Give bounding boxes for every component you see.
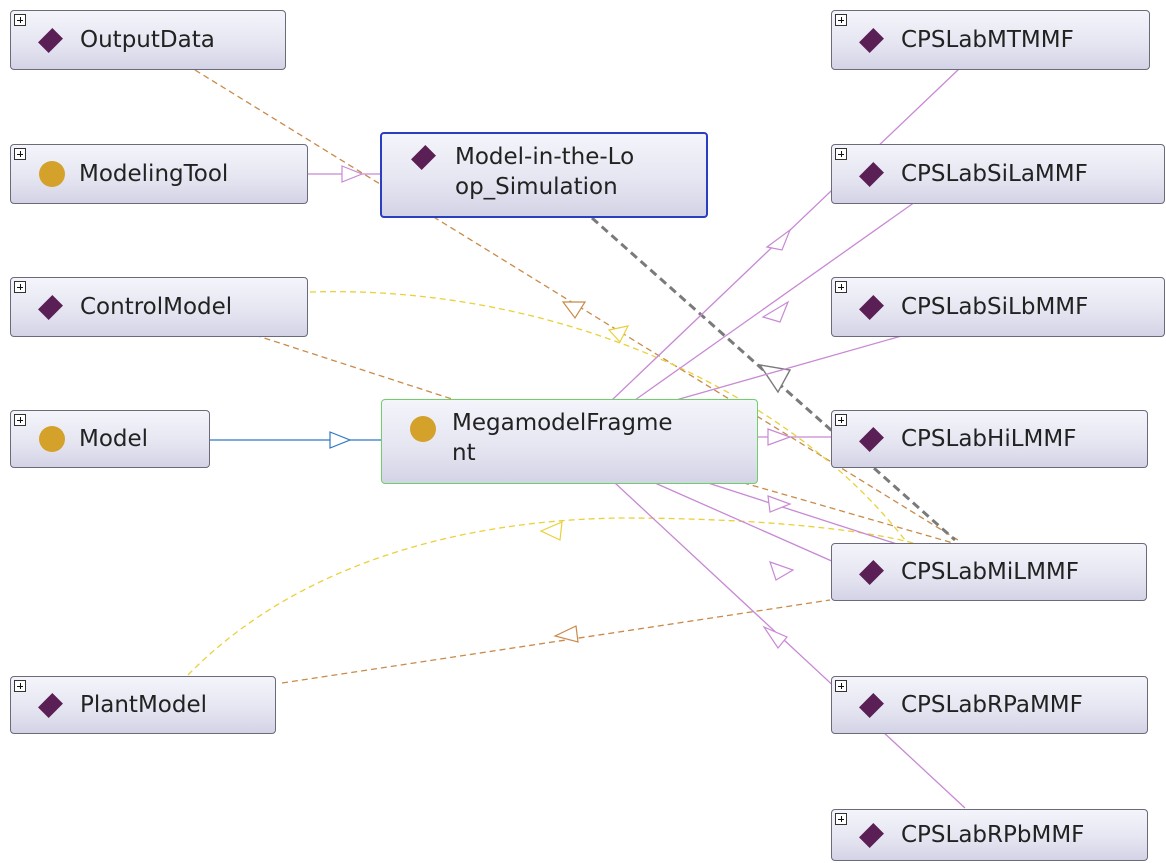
individual-diamond-icon <box>859 822 884 848</box>
node-label-line2: op_Simulation <box>455 174 618 200</box>
edge-arrowhead <box>539 521 563 541</box>
expand-icon[interactable] <box>835 414 847 426</box>
node-label: ModelingTool <box>79 161 229 187</box>
individual-diamond-icon <box>859 161 884 187</box>
edge-arrowhead <box>769 561 795 581</box>
node-label: OutputData <box>80 27 215 53</box>
edge-arrowhead <box>341 165 364 183</box>
node-label: MegamodelFragme nt <box>452 400 673 468</box>
edge-mega-silbmmf <box>675 334 906 401</box>
edge-arrowhead <box>767 495 792 513</box>
expand-icon[interactable] <box>835 680 847 692</box>
node-label: CPSLabSiLbMMF <box>901 294 1089 320</box>
expand-icon[interactable] <box>14 148 26 160</box>
individual-diamond-icon <box>38 692 63 718</box>
edge-controlmodel-data <box>309 290 906 541</box>
edge-arrowhead <box>765 228 792 251</box>
node-label: PlantModel <box>80 692 208 718</box>
edge-arrowhead <box>758 364 792 394</box>
node-label: Model-in-the-Lo op_Simulation <box>455 134 634 202</box>
individual-diamond-icon <box>859 294 884 320</box>
node-label: CPSLabMiLMMF <box>901 559 1080 585</box>
edge-arrowhead <box>767 428 792 446</box>
node-label: Model <box>79 426 149 452</box>
edge-arrowhead <box>762 625 788 650</box>
edge-milsim-milmmf <box>591 216 956 542</box>
class-circle-icon <box>39 426 65 452</box>
node-label: CPSLabRPbMMF <box>901 822 1085 848</box>
node-label-line2: nt <box>452 440 476 466</box>
class-circle-icon <box>410 416 436 442</box>
node-cpslab-mtmmf[interactable]: CPSLabMTMMF <box>831 10 1150 70</box>
edge-plantmodel-data <box>187 517 921 676</box>
expand-icon[interactable] <box>835 14 847 26</box>
expand-icon[interactable] <box>14 414 26 426</box>
expand-icon[interactable] <box>835 148 847 160</box>
individual-diamond-icon <box>859 559 884 585</box>
edge-arrowhead <box>561 301 587 320</box>
expand-icon[interactable] <box>835 813 847 825</box>
individual-diamond-icon <box>38 27 63 53</box>
node-cpslab-rpbmmf[interactable]: CPSLabRPbMMF <box>831 809 1148 861</box>
node-cpslab-silbmmf[interactable]: CPSLabSiLbMMF <box>831 277 1165 337</box>
node-label: CPSLabMTMMF <box>901 27 1074 53</box>
node-cpslab-milmmf[interactable]: CPSLabMiLMMF <box>831 543 1147 601</box>
node-modeling-tool[interactable]: ModelingTool <box>10 144 308 204</box>
node-label-line1: MegamodelFragme <box>452 410 673 436</box>
node-label: ControlModel <box>80 294 233 320</box>
node-label: CPSLabSiLaMMF <box>901 161 1088 187</box>
node-model[interactable]: Model <box>10 410 210 468</box>
node-plant-model[interactable]: PlantModel <box>10 676 276 734</box>
expand-icon[interactable] <box>14 14 26 26</box>
node-label: CPSLabHiLMMF <box>901 426 1077 452</box>
node-control-model[interactable]: ControlModel <box>10 277 308 337</box>
node-label: CPSLabRPaMMF <box>901 692 1083 718</box>
node-megamodel-fragment[interactable]: MegamodelFragme nt <box>381 399 758 484</box>
expand-icon[interactable] <box>14 680 26 692</box>
edge-arrowhead <box>329 431 352 449</box>
edge-mega-silammf <box>634 201 916 401</box>
node-cpslab-silammf[interactable]: CPSLabSiLaMMF <box>831 144 1165 204</box>
expand-icon[interactable] <box>14 281 26 293</box>
edge-plantmodel-milmmf <box>281 599 831 684</box>
edge-mega-rpbmmf <box>614 482 966 809</box>
node-model-in-the-loop-simulation[interactable]: Model-in-the-Lo op_Simulation <box>380 132 708 218</box>
edge-arrowhead <box>553 625 579 643</box>
individual-diamond-icon <box>859 426 884 452</box>
edge-arrowhead <box>607 325 630 344</box>
edge-arrowhead <box>761 300 790 323</box>
expand-icon[interactable] <box>835 281 847 293</box>
class-circle-icon <box>39 161 65 187</box>
node-label-line1: Model-in-the-Lo <box>455 144 635 170</box>
individual-diamond-icon <box>411 145 436 170</box>
node-cpslab-hilmmf[interactable]: CPSLabHiLMMF <box>831 410 1148 468</box>
edge-mega-milmmf <box>704 481 901 546</box>
node-output-data[interactable]: OutputData <box>10 10 286 70</box>
individual-diamond-icon <box>859 27 884 53</box>
individual-diamond-icon <box>38 294 63 320</box>
node-cpslab-rpammf[interactable]: CPSLabRPaMMF <box>831 676 1148 734</box>
individual-diamond-icon <box>859 692 884 718</box>
